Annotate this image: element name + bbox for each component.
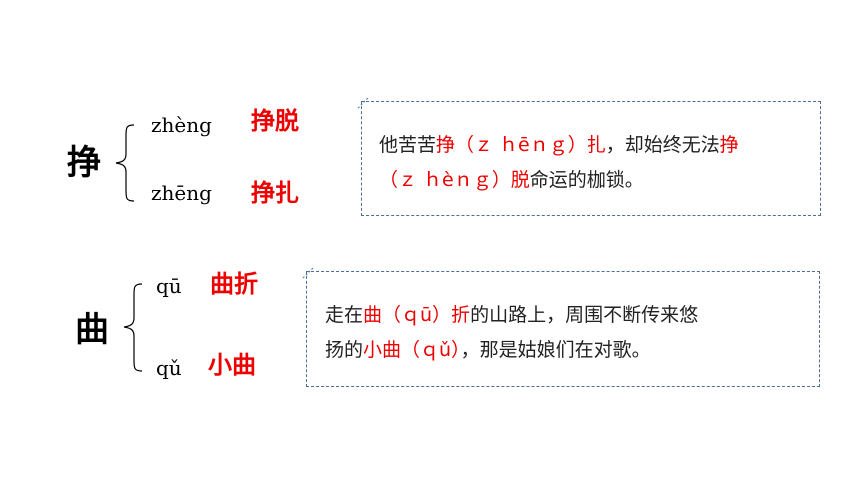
pinyin-qu-3: qǔ [156, 356, 182, 380]
pinyin-qu-1: qū [156, 274, 182, 298]
sentence-segment: 的山路上，周围不断传来悠 [470, 304, 699, 326]
example-sentence-zheng-line2: （ｚ ｈèｎｇ）脱命运的枷锁。 [379, 163, 644, 198]
sentence-segment: 他苦苦 [379, 134, 437, 156]
character-zheng: 挣 [67, 143, 101, 183]
word-zhengzha: 挣扎 [251, 179, 299, 207]
sentence-segment: ，那是姑娘们在对歌。 [460, 339, 651, 361]
example-sentence-box-qu [306, 271, 820, 387]
sentence-highlight: 挣（ｚ ｈēｎｇ）扎 [436, 134, 606, 156]
example-sentence-qu-line1: 走在曲（ｑū）折的山路上，周围不断传来悠 [325, 298, 698, 333]
example-sentence-zheng-line1: 他苦苦挣（ｚ ｈēｎｇ）扎，却始终无法挣 [379, 128, 739, 163]
sentence-highlight: 曲（ｑū）折 [363, 304, 471, 326]
sentence-highlight: 小曲（ｑǔ） [363, 339, 461, 361]
sentence-segment: ，却始终无法 [605, 134, 720, 156]
character-qu: 曲 [75, 310, 109, 350]
example-sentence-qu-line2: 扬的小曲（ｑǔ），那是姑娘们在对歌。 [325, 333, 651, 368]
word-zhengtuo: 挣脱 [251, 107, 299, 135]
pinyin-zheng-4: zhèng [151, 113, 212, 137]
pinyin-zheng-1: zhēng [151, 181, 212, 205]
brace-qu [123, 283, 143, 372]
word-quzhe: 曲折 [210, 270, 258, 298]
sentence-highlight: （ｚ ｈèｎｇ）脱 [379, 169, 530, 191]
sentence-segment: 命运的枷锁。 [529, 169, 644, 191]
sentence-segment: 扬的 [325, 339, 364, 361]
word-xiaoqu: 小曲 [208, 351, 256, 379]
sentence-highlight: 挣 [719, 134, 739, 156]
example-sentence-box-zheng [361, 101, 821, 216]
sentence-segment: 走在 [325, 304, 364, 326]
brace-zheng [115, 124, 135, 202]
